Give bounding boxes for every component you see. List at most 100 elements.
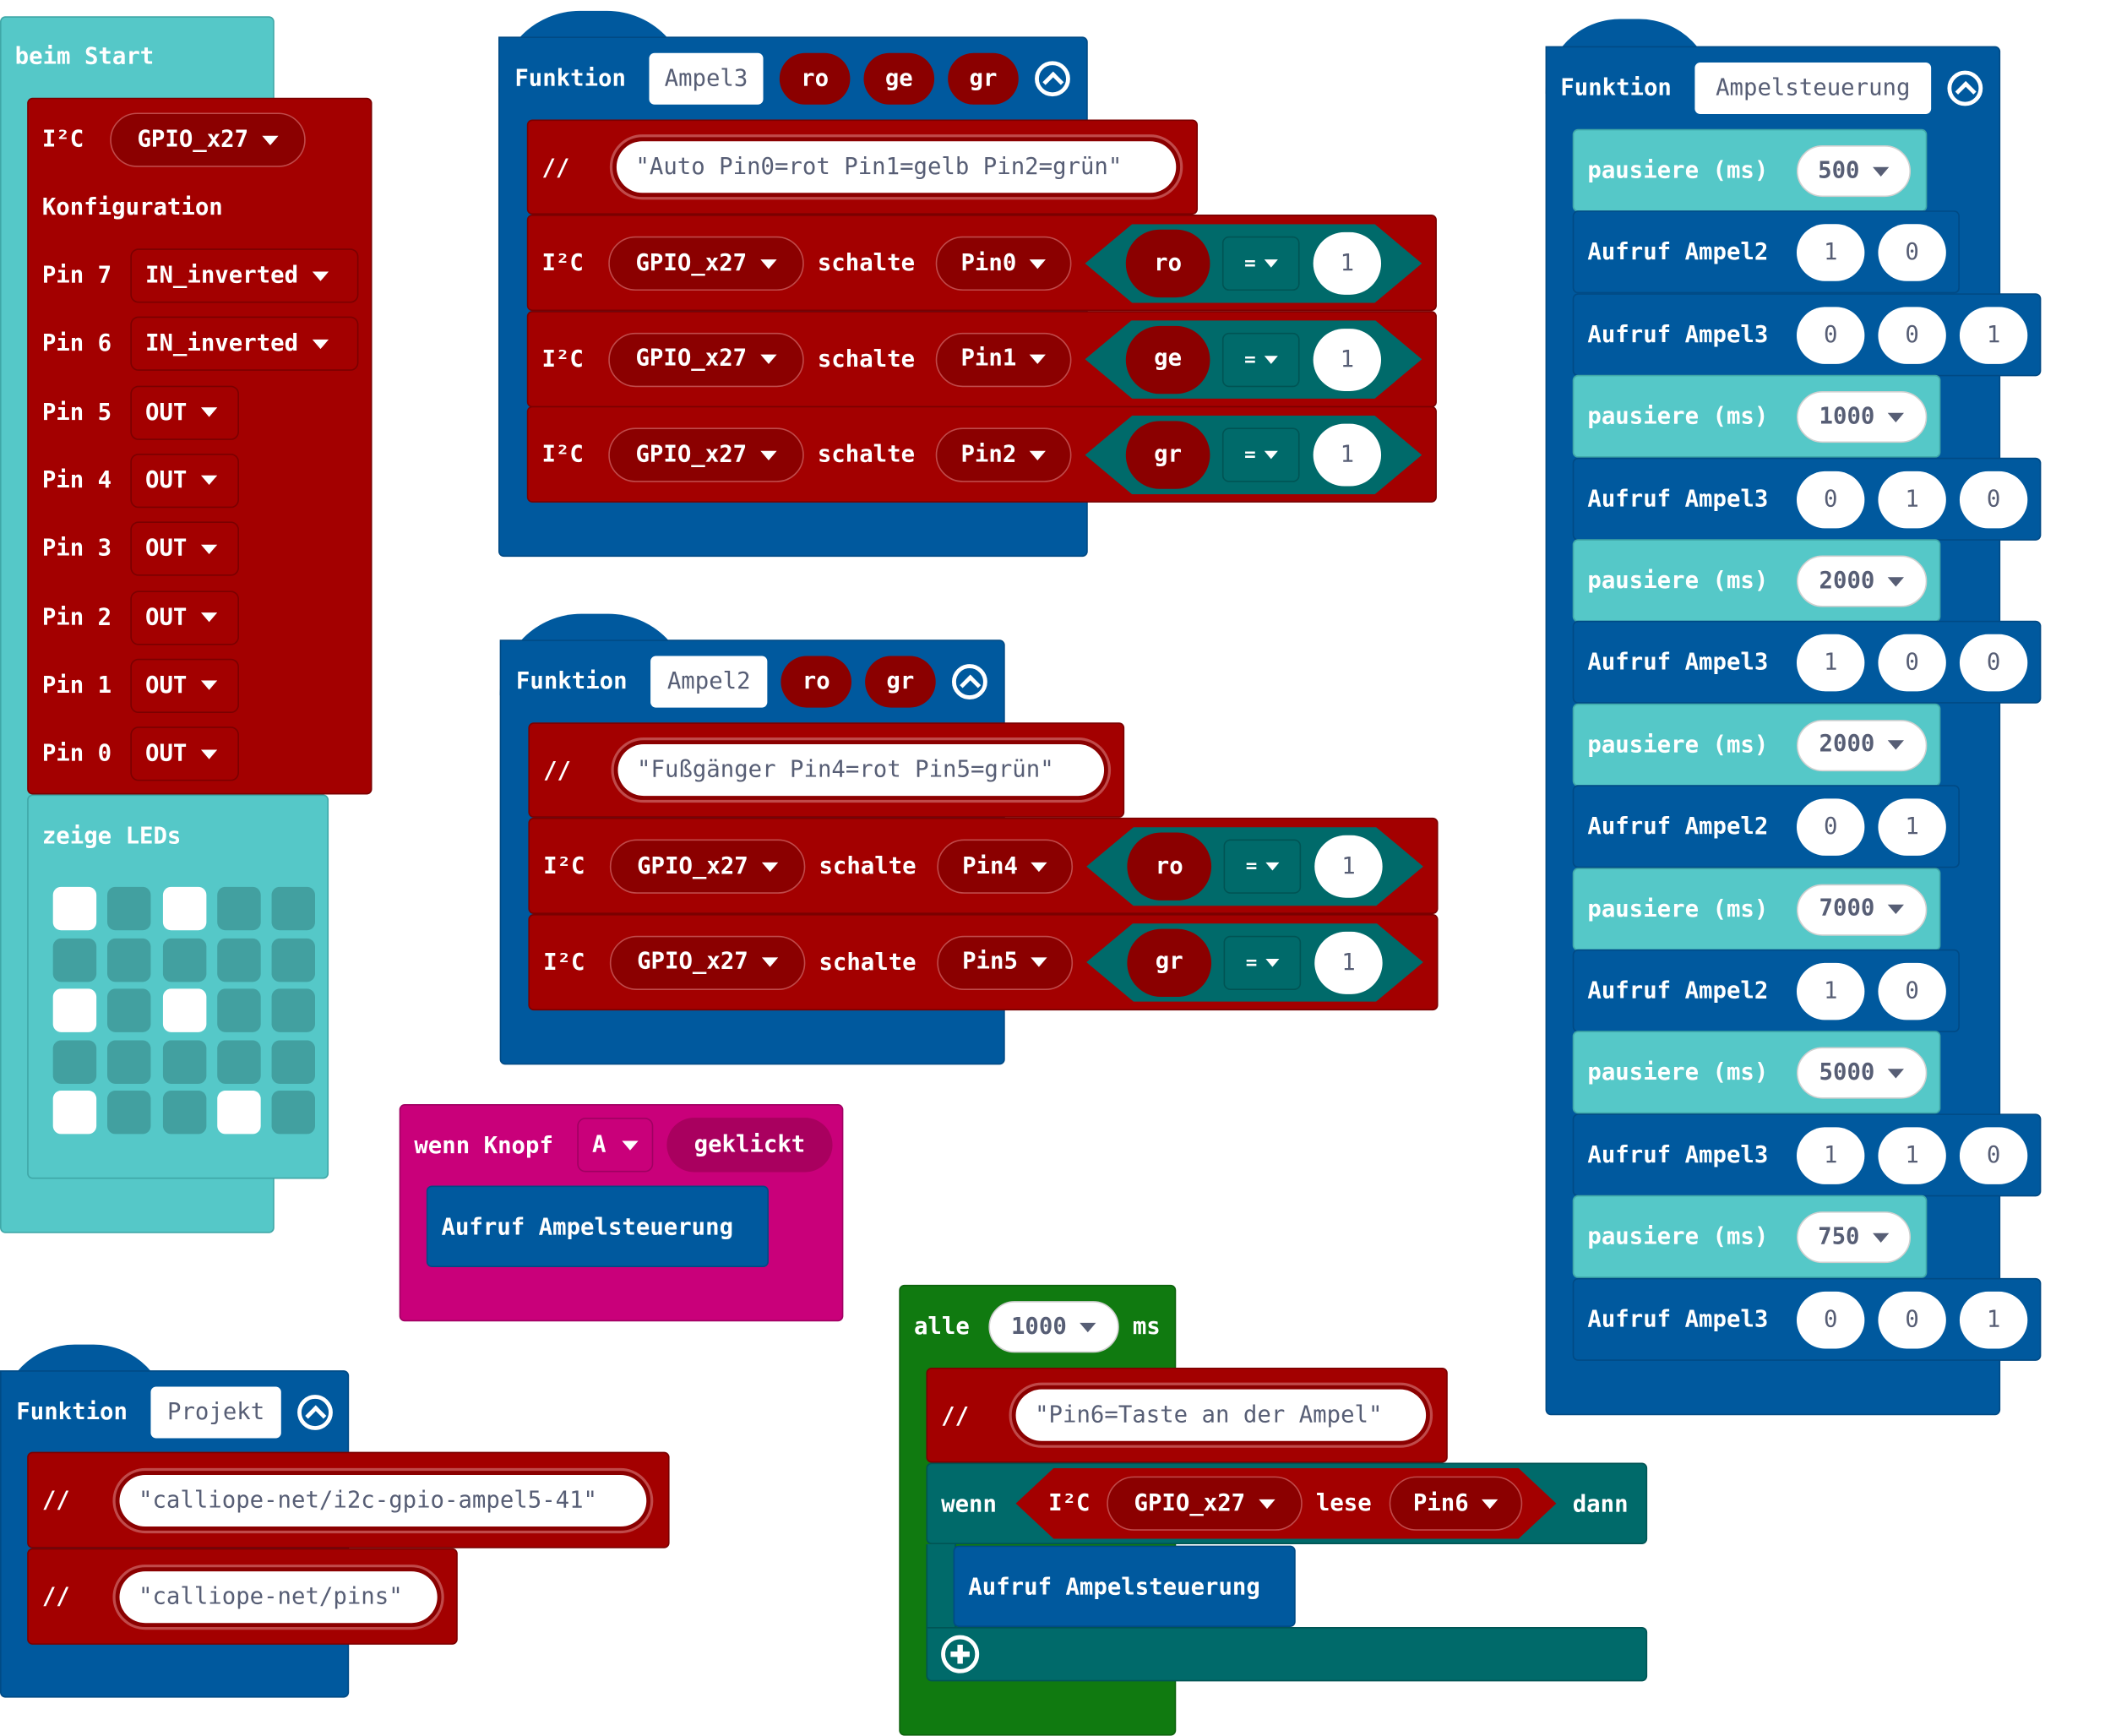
device-dropdown[interactable]: GPIO_x27 <box>608 236 804 291</box>
led-cell[interactable] <box>162 988 206 1032</box>
pause-block[interactable]: pausiere (ms)5000 <box>1572 1031 1941 1114</box>
device-dropdown[interactable]: GPIO_x27 <box>609 934 806 990</box>
add-else-icon[interactable] <box>941 1635 980 1673</box>
led-cell[interactable] <box>271 1090 316 1135</box>
argument-input[interactable]: 1 <box>1959 1291 2028 1348</box>
pin-mode-dropdown[interactable]: OUT <box>130 727 239 781</box>
param-gr[interactable]: gr <box>948 52 1019 105</box>
led-cell[interactable] <box>162 938 206 982</box>
argument-input[interactable]: 1 <box>1796 224 1865 282</box>
argument-input[interactable]: 1 <box>1878 1127 1946 1184</box>
device-dropdown[interactable]: GPIO_x27 <box>1107 1476 1303 1531</box>
comment-text-field[interactable]: "Pin6=Taste an der Ampel" <box>1009 1382 1433 1448</box>
argument-input[interactable]: 0 <box>1959 634 2028 692</box>
param-ge[interactable]: ge <box>863 52 935 105</box>
comment-block[interactable]: // "Auto Pin0=rot Pin1=gelb Pin2=grün" <box>526 119 1198 215</box>
led-cell[interactable] <box>107 988 151 1032</box>
led-cell[interactable] <box>217 886 261 931</box>
led-cell[interactable] <box>107 886 151 931</box>
param-gr[interactable]: gr <box>865 656 936 708</box>
argument-input[interactable]: 1 <box>1959 307 2028 364</box>
pin-mode-dropdown[interactable]: IN_inverted <box>130 317 359 372</box>
led-cell[interactable] <box>217 1090 261 1135</box>
comment-block[interactable]: // "calliope-net/pins" <box>27 1548 458 1645</box>
led-cell[interactable] <box>52 1039 97 1084</box>
pause-duration-dropdown[interactable]: 2000 <box>1796 719 1928 771</box>
pin-dropdown[interactable]: Pin6 <box>1389 1476 1523 1531</box>
comment-block[interactable]: // "calliope-net/i2c-gpio-ampel5-41" <box>27 1451 670 1548</box>
pin-dropdown[interactable]: Pin2 <box>935 427 1072 482</box>
argument-input[interactable]: 0 <box>1878 634 1946 692</box>
argument-input[interactable]: 0 <box>1796 471 1865 528</box>
argument-input[interactable]: 1 <box>1796 962 1865 1020</box>
argument-input[interactable]: 0 <box>1796 798 1865 857</box>
pin-mode-dropdown[interactable]: IN_inverted <box>130 248 359 303</box>
pin-mode-dropdown[interactable]: OUT <box>130 521 239 576</box>
param-ro[interactable]: ro <box>781 656 852 708</box>
param-ro[interactable]: ro <box>779 52 851 105</box>
argument-input[interactable]: 1 <box>1878 471 1946 528</box>
comment-text-field[interactable]: "calliope-net/i2c-gpio-ampel5-41" <box>112 1467 654 1534</box>
argument-input[interactable]: 0 <box>1878 1291 1946 1348</box>
collapse-icon[interactable] <box>951 664 987 699</box>
value-input[interactable]: 1 <box>1313 423 1382 487</box>
comment-block[interactable]: // "Pin6=Taste an der Ampel" <box>926 1367 1448 1463</box>
led-cell[interactable] <box>107 1039 151 1084</box>
argument-input[interactable]: 0 <box>1878 224 1946 282</box>
function-name-field[interactable]: Ampel3 <box>649 52 764 105</box>
pin-dropdown[interactable]: Pin4 <box>937 839 1074 894</box>
pin-mode-dropdown[interactable]: OUT <box>130 658 239 713</box>
device-dropdown[interactable]: GPIO_x27 <box>608 427 804 482</box>
pin-mode-dropdown[interactable]: OUT <box>130 453 239 509</box>
pause-duration-dropdown[interactable]: 2000 <box>1796 555 1928 607</box>
variable-reporter[interactable]: ro <box>1125 229 1210 298</box>
device-dropdown[interactable]: GPIO_x27 <box>609 839 806 894</box>
variable-reporter[interactable]: gr <box>1127 928 1212 997</box>
collapse-icon[interactable] <box>1035 61 1070 97</box>
value-input[interactable]: 1 <box>1314 835 1383 898</box>
led-cell[interactable] <box>52 1090 97 1135</box>
led-cell[interactable] <box>52 938 97 982</box>
led-cell[interactable] <box>271 988 316 1032</box>
device-dropdown[interactable]: GPIO_x27 <box>110 112 306 167</box>
pin-dropdown[interactable]: Pin5 <box>937 934 1074 990</box>
led-cell[interactable] <box>271 1039 316 1084</box>
value-input[interactable]: 1 <box>1314 931 1383 994</box>
pause-block[interactable]: pausiere (ms)2000 <box>1572 539 1941 623</box>
pause-block[interactable]: pausiere (ms)2000 <box>1572 703 1941 786</box>
comment-text-field[interactable]: "calliope-net/pins" <box>112 1565 444 1630</box>
function-name-field[interactable]: Ampel2 <box>650 656 768 708</box>
led-cell[interactable] <box>107 1090 151 1135</box>
variable-reporter[interactable]: ro <box>1127 832 1212 901</box>
value-input[interactable]: 1 <box>1313 328 1382 391</box>
pause-block[interactable]: pausiere (ms)750 <box>1572 1195 1928 1279</box>
led-cell[interactable] <box>217 988 261 1032</box>
comment-block[interactable]: // "Fußgänger Pin4=rot Pin5=grün" <box>528 722 1125 818</box>
pin-dropdown[interactable]: Pin0 <box>935 236 1072 291</box>
pause-block[interactable]: pausiere (ms)1000 <box>1572 375 1941 459</box>
led-cell[interactable] <box>162 1039 206 1084</box>
event-dropdown[interactable]: geklickt <box>666 1118 833 1173</box>
pause-duration-dropdown[interactable]: 7000 <box>1796 883 1928 936</box>
pause-block[interactable]: pausiere (ms)7000 <box>1572 867 1941 950</box>
led-cell[interactable] <box>271 938 316 982</box>
argument-input[interactable]: 1 <box>1878 798 1946 857</box>
call-ampelsteuerung-block[interactable]: Aufruf Ampelsteuerung <box>426 1185 769 1267</box>
argument-input[interactable]: 1 <box>1796 634 1865 692</box>
function-name-field[interactable]: Projekt <box>150 1386 281 1439</box>
collapse-icon[interactable] <box>297 1395 333 1430</box>
argument-input[interactable]: 1 <box>1796 1127 1865 1184</box>
led-cell[interactable] <box>107 938 151 982</box>
argument-input[interactable]: 0 <box>1796 307 1865 364</box>
pause-duration-dropdown[interactable]: 5000 <box>1796 1048 1928 1100</box>
led-cell[interactable] <box>162 1090 206 1135</box>
